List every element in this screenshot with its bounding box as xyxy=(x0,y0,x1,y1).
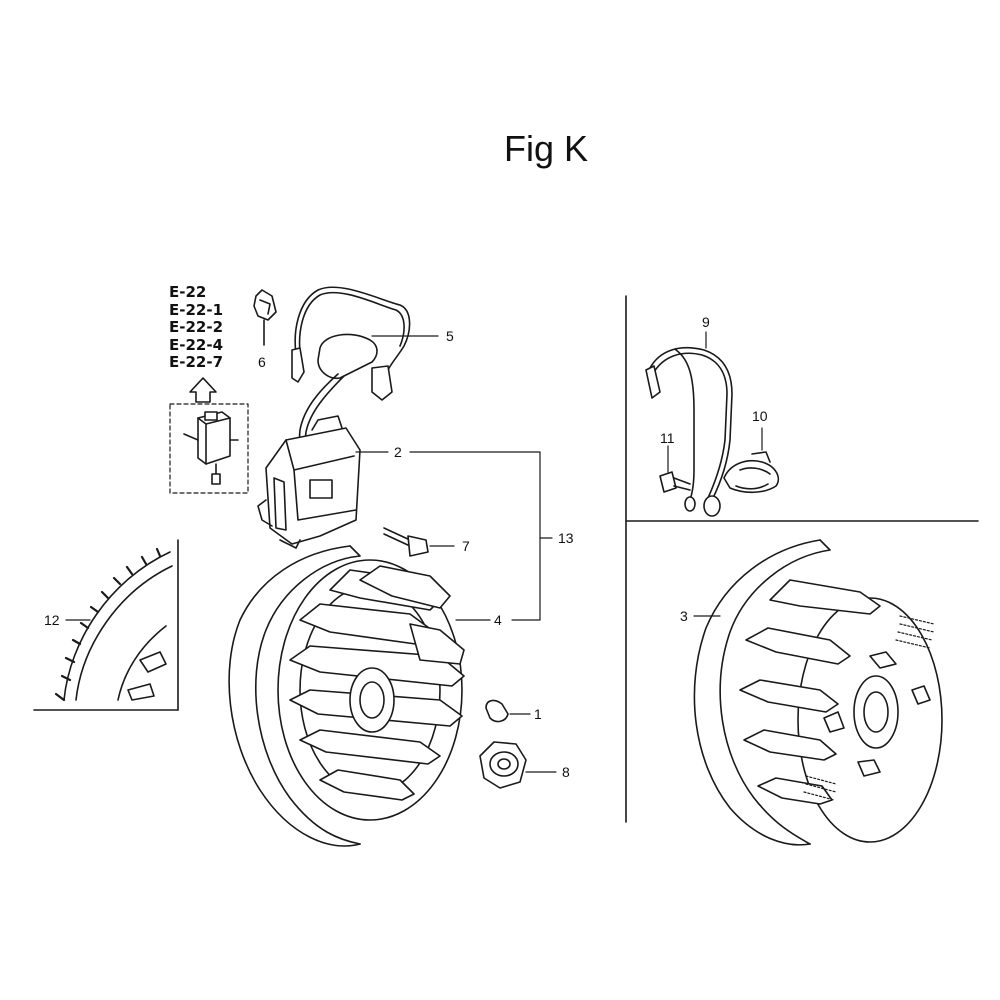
key-part-1 xyxy=(485,699,509,723)
reference-code: E-22-2 xyxy=(169,318,224,336)
reference-code: E-22-7 xyxy=(169,353,224,371)
callout-2: 2 xyxy=(394,444,402,460)
flywheel-part-3 xyxy=(693,539,943,846)
callout-1: 1 xyxy=(534,706,542,722)
callout-9: 9 xyxy=(702,314,710,330)
grommet-part-10 xyxy=(723,451,780,494)
clip-part-6 xyxy=(253,289,277,346)
callout-8: 8 xyxy=(562,764,570,780)
up-arrow-icon xyxy=(189,377,217,403)
screw-part-11 xyxy=(659,471,691,493)
callout-5: 5 xyxy=(446,328,454,344)
callout-13: 13 xyxy=(558,530,574,546)
wire-harness-part-9 xyxy=(645,346,733,517)
ignition-coil-part-2 xyxy=(257,415,361,549)
callout-4: 4 xyxy=(494,612,502,628)
callout-10: 10 xyxy=(752,408,768,424)
reference-code: E-22 xyxy=(169,283,207,301)
nut-part-8 xyxy=(479,741,527,789)
figure-title: Fig K xyxy=(503,128,589,169)
capacitor-option-box xyxy=(169,403,249,494)
flywheel-part-4 xyxy=(228,545,465,847)
bolt-part-7 xyxy=(383,527,429,557)
section-dividers xyxy=(33,295,979,823)
ring-gear-part-12 xyxy=(54,547,173,702)
reference-code: E-22-1 xyxy=(169,300,224,319)
callout-12: 12 xyxy=(44,612,60,628)
reference-code-list: E-22 E-22-1 E-22-2 E-22-4 E-22-7 xyxy=(169,283,224,372)
callout-11: 11 xyxy=(660,430,675,446)
callout-6: 6 xyxy=(258,354,266,370)
callout-3: 3 xyxy=(680,608,688,624)
leader-lines xyxy=(65,331,763,773)
reference-code: E-22-4 xyxy=(169,335,224,354)
callout-7: 7 xyxy=(462,538,470,554)
